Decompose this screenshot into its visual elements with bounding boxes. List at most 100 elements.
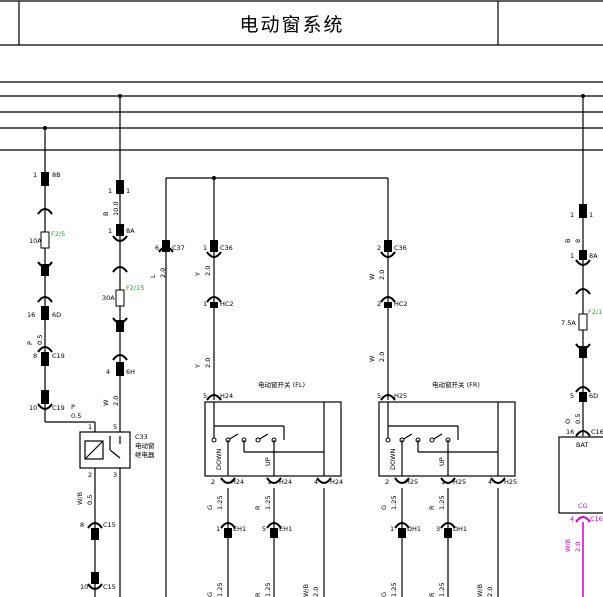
svg-text:0.5: 0.5 — [71, 412, 81, 420]
svg-text:2.0: 2.0 — [486, 587, 494, 597]
svg-text:8A: 8A — [589, 252, 598, 260]
svg-text:6D: 6D — [52, 311, 61, 319]
diagram-title: 电动窗系统 — [239, 14, 344, 36]
svg-text:4: 4 — [488, 478, 492, 486]
svg-text:1: 1 — [570, 211, 574, 219]
svg-text:1.25: 1.25 — [438, 496, 446, 510]
power-bus — [0, 81, 603, 151]
svg-text:2.0: 2.0 — [204, 266, 212, 276]
svg-text:G: G — [206, 592, 214, 597]
svg-text:C36: C36 — [220, 244, 233, 252]
svg-text:C19: C19 — [52, 404, 65, 412]
svg-text:6H: 6H — [126, 368, 135, 376]
svg-text:1: 1 — [203, 300, 207, 308]
svg-text:1.25: 1.25 — [438, 583, 446, 597]
svg-text:5: 5 — [203, 392, 207, 400]
svg-text:8: 8 — [574, 239, 582, 243]
svg-text:R: R — [428, 505, 436, 510]
svg-text:H24: H24 — [231, 478, 244, 486]
svg-text:W: W — [102, 399, 110, 406]
svg-text:W/B: W/B — [476, 584, 484, 597]
svg-text:1: 1 — [33, 171, 37, 179]
svg-text:BAT: BAT — [576, 441, 588, 449]
svg-text:DOWN: DOWN — [215, 448, 223, 470]
svg-text:R: R — [254, 592, 262, 597]
svg-text:8: 8 — [33, 352, 37, 360]
svg-text:2.0: 2.0 — [574, 542, 582, 552]
svg-text:B: B — [102, 212, 110, 216]
svg-text:5: 5 — [262, 525, 266, 533]
svg-text:10A: 10A — [29, 237, 42, 245]
svg-text:10: 10 — [80, 583, 88, 591]
svg-text:F2/15: F2/15 — [126, 284, 144, 292]
svg-text:4: 4 — [106, 368, 110, 376]
svg-text:W/B: W/B — [302, 584, 310, 597]
svg-text:8: 8 — [80, 521, 84, 529]
svg-text:H24: H24 — [279, 478, 292, 486]
svg-text:F2/5: F2/5 — [51, 230, 65, 238]
window-switch-fr: 2 C36 W 2.0 2 HC2 W 2.0 5 H25 电动窗开关 (FR)… — [368, 240, 517, 597]
svg-text:C33: C33 — [135, 433, 148, 441]
left-branch: 1 8B 10A F2/5 16 6D P 0.5 8 C19 10 C19 P… — [26, 128, 96, 432]
svg-text:2.0: 2.0 — [378, 352, 386, 362]
svg-text:0.5: 0.5 — [36, 335, 44, 345]
svg-text:H25: H25 — [504, 478, 517, 486]
svg-text:1.25: 1.25 — [390, 496, 398, 510]
svg-text:1.25: 1.25 — [390, 583, 398, 597]
svg-text:DOWN: DOWN — [389, 448, 397, 470]
right-branch: 1 1 B 8 1 8A 7.5A F2/1 5 6D O 0.5 16 C16… — [558, 96, 603, 597]
svg-text:L: L — [149, 274, 157, 278]
svg-text:C15: C15 — [103, 583, 116, 591]
svg-text:3: 3 — [436, 525, 440, 533]
svg-text:W/B: W/B — [76, 492, 84, 505]
svg-text:2.0: 2.0 — [378, 270, 386, 280]
svg-text:C16: C16 — [590, 515, 603, 523]
svg-text:继电器: 继电器 — [135, 450, 155, 459]
svg-text:W: W — [368, 273, 376, 280]
svg-text:H25: H25 — [394, 392, 407, 400]
svg-text:CG: CG — [578, 502, 588, 510]
svg-text:电动窗开关 (FR): 电动窗开关 (FR) — [432, 380, 480, 389]
svg-text:Y: Y — [194, 272, 202, 277]
switch-bus: 6 C37 L 2.0 — [149, 176, 389, 597]
svg-text:H25: H25 — [453, 478, 466, 486]
svg-text:1.25: 1.25 — [216, 583, 224, 597]
svg-text:UP: UP — [264, 457, 272, 466]
svg-text:HC2: HC2 — [220, 300, 234, 308]
svg-text:1.25: 1.25 — [264, 583, 272, 597]
svg-text:1: 1 — [126, 187, 130, 195]
svg-text:EH1: EH1 — [279, 525, 292, 533]
svg-text:3: 3 — [113, 471, 117, 479]
title-bar: 电动窗系统 — [0, 0, 603, 46]
svg-text:5: 5 — [570, 392, 574, 400]
svg-text:2: 2 — [211, 478, 215, 486]
svg-text:16: 16 — [27, 311, 35, 319]
svg-text:1: 1 — [441, 478, 445, 486]
svg-text:6: 6 — [155, 244, 159, 252]
svg-text:1.25: 1.25 — [264, 496, 272, 510]
svg-text:0.5: 0.5 — [86, 495, 94, 505]
svg-text:1: 1 — [390, 525, 394, 533]
svg-text:5: 5 — [113, 423, 117, 431]
svg-text:2.0: 2.0 — [159, 268, 167, 278]
svg-text:G: G — [206, 505, 214, 510]
svg-text:H25: H25 — [405, 478, 418, 486]
svg-text:6D: 6D — [589, 392, 598, 400]
svg-text:1.25: 1.25 — [216, 496, 224, 510]
svg-text:1: 1 — [570, 252, 574, 260]
svg-text:1: 1 — [108, 227, 112, 235]
svg-text:7.5A: 7.5A — [561, 319, 576, 327]
connector-8b — [41, 172, 49, 186]
fuse-f2-1-icon — [578, 313, 588, 331]
svg-text:P: P — [26, 341, 34, 345]
fuse-f2-15-icon — [115, 289, 125, 307]
svg-text:HC2: HC2 — [394, 300, 408, 308]
svg-text:O: O — [564, 419, 572, 424]
mid-branch: 1 1 B 10.0 1 8A 30A F2/15 4 6H W 2.0 — [102, 96, 144, 432]
relay-c33: 1 5 2 3 C33 电动窗 继电器 W/B 0.5 8 C15 10 C15 — [76, 423, 155, 597]
svg-text:2: 2 — [385, 478, 389, 486]
svg-text:R: R — [428, 592, 436, 597]
svg-text:UP: UP — [438, 457, 446, 466]
svg-text:Y: Y — [194, 364, 202, 369]
